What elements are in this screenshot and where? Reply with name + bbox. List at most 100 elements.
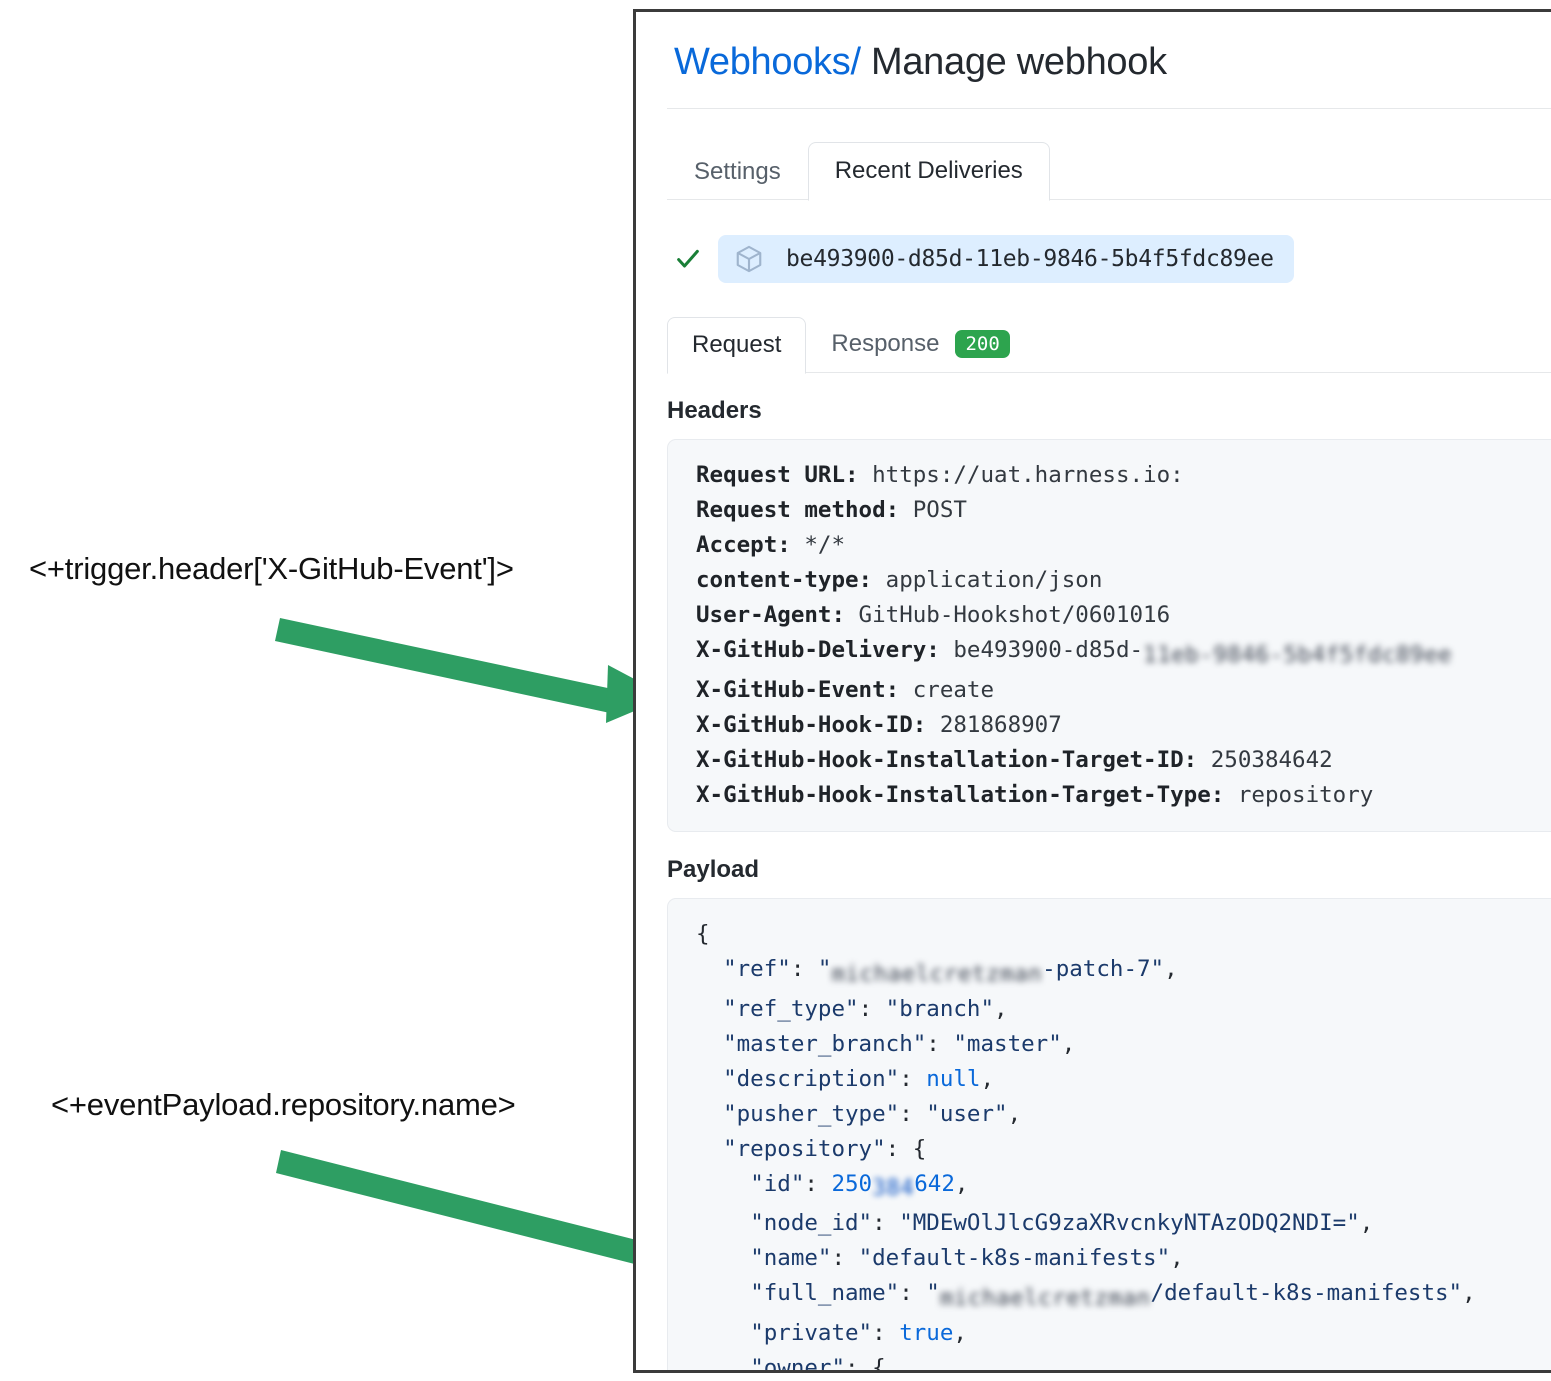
json-lit: true	[899, 1320, 954, 1346]
header-value: application/json	[872, 567, 1103, 593]
payload-code-box: { "ref": "michaelcretzman-patch-7", "ref…	[667, 898, 1551, 1373]
indent	[696, 1280, 750, 1306]
payload-line: "ref": "michaelcretzman-patch-7",	[696, 952, 1551, 992]
indent	[696, 1101, 723, 1127]
webhook-tabs: Settings Recent Deliveries	[667, 138, 1551, 201]
indent	[696, 1355, 750, 1370]
json-str: /default-k8s-manifests"	[1150, 1280, 1463, 1306]
indent	[696, 1031, 723, 1057]
json-num: 250	[831, 1171, 873, 1197]
delivery-guid: be493900-d85d-11eb-9846-5b4f5fdc89ee	[786, 246, 1274, 272]
header-name: User-Agent:	[696, 602, 846, 628]
indent	[696, 1245, 750, 1271]
header-row: Request method: POST	[696, 493, 1551, 528]
redacted-value: 11eb-9846-5b4f5fdc89ee	[1143, 642, 1453, 668]
tab-settings[interactable]: Settings	[694, 158, 781, 185]
json-key: "pusher_type"	[723, 1101, 900, 1127]
json-punc: :	[899, 1280, 927, 1306]
tab-response-label: Response	[831, 330, 940, 357]
json-punc: :	[872, 1320, 900, 1346]
redacted-value: 384	[872, 1175, 915, 1201]
json-key: "repository"	[723, 1136, 886, 1162]
indent	[696, 1210, 750, 1236]
json-punc: :	[899, 1101, 927, 1127]
payload-line: "description": null,	[696, 1062, 1551, 1097]
json-num: 642	[914, 1171, 955, 1197]
status-badge: 200	[955, 330, 1010, 358]
tab-recent-deliveries[interactable]: Recent Deliveries	[807, 142, 1050, 201]
json-lit: null	[926, 1066, 981, 1092]
json-punc: :	[804, 1171, 832, 1197]
json-str: "MDEwOlJlcG9zaXRvcnkyNTAzODQ2NDI="	[899, 1210, 1360, 1236]
indent	[696, 956, 723, 982]
indent	[696, 1136, 723, 1162]
json-key: "node_id"	[750, 1210, 873, 1236]
json-punc: :	[899, 1066, 927, 1092]
header-row: X-GitHub-Hook-Installation-Target-Type: …	[696, 778, 1551, 813]
payload-line: "master_branch": "master",	[696, 1027, 1551, 1062]
header-name: X-GitHub-Hook-ID:	[696, 712, 927, 738]
header-value: create	[899, 677, 995, 703]
json-punc: ,	[1061, 1031, 1076, 1057]
json-punc: : {	[845, 1355, 886, 1373]
json-str: "default-k8s-manifests"	[858, 1245, 1171, 1271]
payload-line: "node_id": "MDEwOlJlcG9zaXRvcnkyNTAzODQ2…	[696, 1206, 1551, 1241]
header-row: User-Agent: GitHub-Hookshot/0601016	[696, 598, 1551, 633]
header-value: 281868907	[926, 712, 1062, 738]
json-punc: ,	[1170, 1245, 1184, 1271]
header-divider	[667, 108, 1551, 109]
payload-label: Payload	[667, 856, 760, 883]
header-name: X-GitHub-Hook-Installation-Target-Type:	[696, 782, 1225, 808]
json-punc: ,	[1007, 1101, 1022, 1127]
breadcrumb: Webhooks/ Manage webhook	[674, 41, 1551, 84]
payload-line: "repository": {	[696, 1132, 1551, 1167]
json-key: "id"	[750, 1171, 805, 1197]
json-str: "	[926, 1280, 940, 1306]
payload-line: "private": true,	[696, 1316, 1551, 1351]
tab-response[interactable]: Response 200	[806, 314, 1034, 374]
json-key: "ref"	[723, 956, 791, 982]
header-value: POST	[899, 497, 967, 523]
json-punc: ,	[1164, 956, 1178, 982]
payload-line: "full_name": "michaelcretzman/default-k8…	[696, 1276, 1551, 1316]
indent	[696, 996, 723, 1022]
json-str: -patch-7"	[1042, 956, 1165, 982]
header-row: Accept: */*	[696, 528, 1551, 563]
header-value: https://uat.harness.io:	[858, 462, 1184, 488]
indent	[696, 1066, 723, 1092]
payload-line: "owner": {	[696, 1351, 1551, 1373]
header-value: 250384642	[1197, 747, 1333, 773]
json-str: "branch"	[885, 996, 995, 1022]
payload-line: "pusher_type": "user",	[696, 1097, 1551, 1132]
headers-code-box: Request URL: https://uat.harness.io:Requ…	[667, 439, 1551, 832]
json-punc: :	[926, 1031, 954, 1057]
redacted-value: michaelcretzman	[831, 961, 1043, 987]
payload-line: "ref_type": "branch",	[696, 992, 1551, 1027]
header-name: X-GitHub-Event:	[696, 677, 900, 703]
json-key: "owner"	[750, 1355, 846, 1373]
delivery-chip[interactable]: be493900-d85d-11eb-9846-5b4f5fdc89ee	[718, 235, 1294, 283]
json-key: "master_branch"	[723, 1031, 927, 1057]
page-header: Webhooks/ Manage webhook	[636, 12, 1551, 108]
json-punc: ,	[980, 1066, 995, 1092]
request-response-tabs: Request Response 200	[667, 313, 1551, 374]
annotation-event-payload: <+eventPayload.repository.name>	[51, 1087, 516, 1122]
annotation-trigger-header: <+trigger.header['X-GitHub-Event']>	[29, 551, 514, 586]
header-row: X-GitHub-Delivery: be493900-d85d-11eb-98…	[696, 633, 1551, 673]
breadcrumb-link-webhooks[interactable]: Webhooks	[674, 41, 851, 83]
redacted-value: michaelcretzman	[939, 1285, 1151, 1311]
delivery-row[interactable]: be493900-d85d-11eb-9846-5b4f5fdc89ee	[674, 235, 1551, 283]
tab-request[interactable]: Request	[667, 317, 807, 374]
payload-line: "name": "default-k8s-manifests",	[696, 1241, 1551, 1276]
json-punc: :	[858, 996, 886, 1022]
json-str: "	[817, 956, 832, 982]
header-row: X-GitHub-Hook-ID: 281868907	[696, 708, 1551, 743]
json-str: "user"	[926, 1101, 1008, 1127]
json-punc: :	[872, 1210, 900, 1236]
json-str: "master"	[953, 1031, 1062, 1057]
json-key: "description"	[723, 1066, 900, 1092]
cube-icon	[736, 245, 762, 273]
json-punc: ,	[1359, 1210, 1374, 1236]
header-row: Request URL: https://uat.harness.io:	[696, 458, 1551, 493]
json-punc: :	[790, 956, 818, 982]
